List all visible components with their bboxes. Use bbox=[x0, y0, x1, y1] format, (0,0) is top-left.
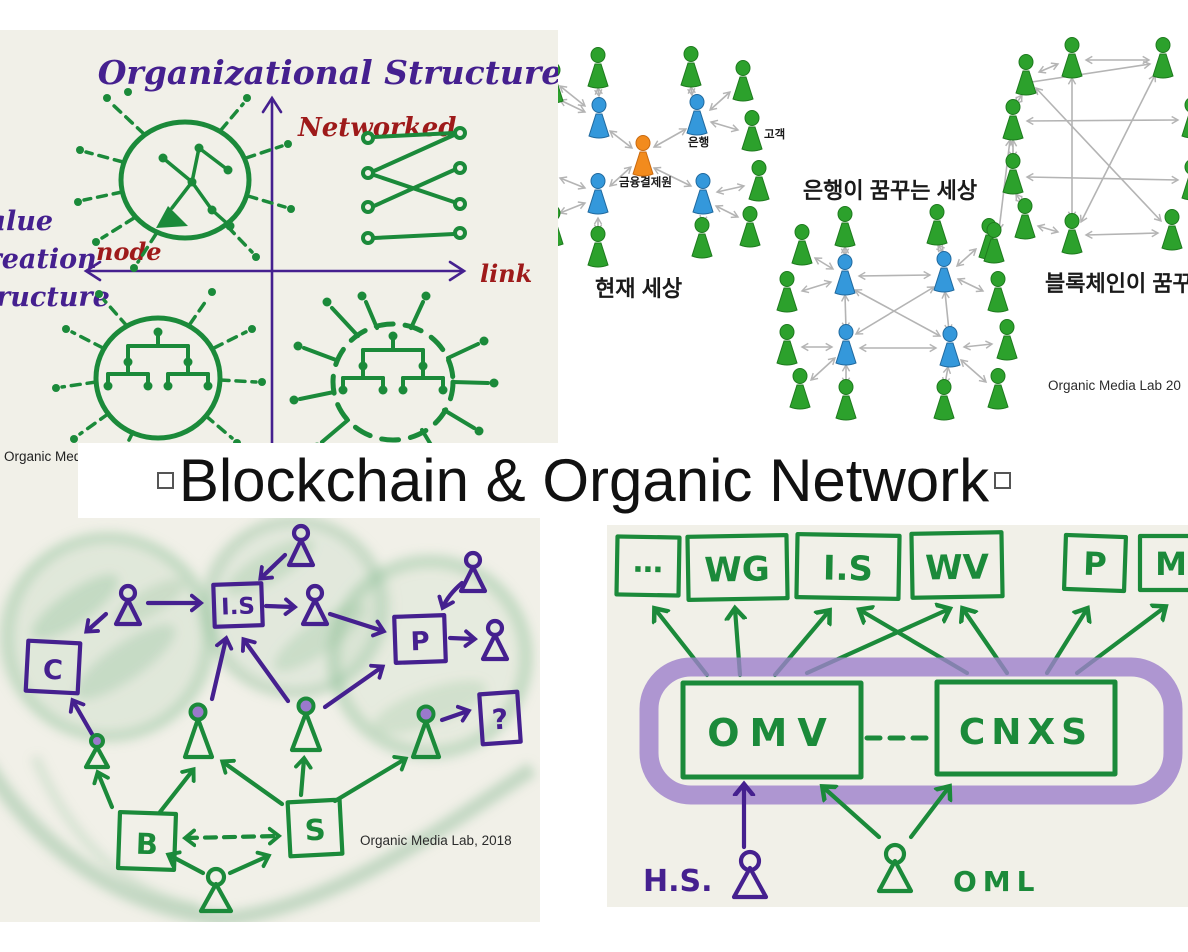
green-arrows bbox=[98, 759, 405, 876]
current-world-diagram: 은행 고객 금융결제원 현재 세상 bbox=[558, 46, 785, 301]
service-box-m: M bbox=[1137, 533, 1188, 593]
svg-text:P: P bbox=[1083, 545, 1108, 584]
b-s-dashed-link bbox=[186, 836, 278, 838]
quadrant-networked-link bbox=[361, 126, 467, 245]
org-panel-credit: Organic Med bbox=[4, 449, 82, 464]
current-world-caption: 현재 세상 bbox=[595, 276, 682, 301]
svg-text:S: S bbox=[304, 812, 327, 847]
quadrant-networked-node bbox=[74, 88, 295, 272]
slide-title: Blockchain & Organic Network bbox=[178, 447, 990, 514]
missing-glyph-square-left bbox=[156, 472, 174, 489]
hs-actor: H.S. bbox=[643, 785, 769, 900]
omv-box: OMV bbox=[680, 680, 864, 780]
blockchain-dream-caption: 블록체인이 꿈꾸는 bbox=[1045, 271, 1188, 296]
organic-sketch-drawing: I.S C P ? bbox=[0, 515, 537, 922]
svg-text:I.S: I.S bbox=[823, 549, 874, 590]
svg-text:P: P bbox=[410, 627, 430, 658]
svg-text:B: B bbox=[135, 827, 158, 862]
title-banner: Blockchain & Organic Network bbox=[78, 443, 1090, 518]
purple-ink-network: I.S C P ? bbox=[23, 523, 523, 747]
c-box: C bbox=[23, 638, 83, 696]
sketch-panel-credit: Organic Media Lab, 2018 bbox=[360, 833, 512, 848]
org-structure-drawing: Organizational Structure Networked node … bbox=[0, 53, 558, 502]
service-box-p: P bbox=[1061, 532, 1129, 594]
omv-cnxs-drawing: … WG I.S WV P bbox=[614, 530, 1188, 900]
bank-dream-diagram: 은행이 꿈꾸는 세상 bbox=[776, 178, 1018, 421]
green-ink-network: B S bbox=[83, 696, 512, 914]
svg-text:CNXS: CNXS bbox=[959, 712, 1093, 753]
value-creation-structure-label: Value Creation Structure bbox=[0, 206, 110, 313]
svg-text:WG: WG bbox=[704, 549, 770, 590]
highlight-band bbox=[639, 657, 1183, 805]
question-box: ? bbox=[477, 689, 523, 747]
p-box: P bbox=[392, 613, 448, 665]
service-box-etc: … bbox=[614, 534, 682, 598]
axes bbox=[83, 95, 467, 502]
svg-text:I.S: I.S bbox=[221, 593, 256, 620]
oml-label: OML bbox=[953, 865, 1041, 898]
missing-glyph-square-right bbox=[994, 472, 1012, 489]
purple-arrows bbox=[73, 552, 474, 737]
service-box-wv: WV bbox=[909, 530, 1005, 600]
is-box: I.S bbox=[211, 581, 265, 629]
x-axis-right-label: link bbox=[480, 259, 532, 288]
svg-text:?: ? bbox=[491, 702, 510, 736]
blockchain-dream-diagram: 블록체인이 꿈꾸는 Organic Media Lab 20 bbox=[983, 37, 1188, 393]
organic-sketch-panel: I.S C P ? bbox=[0, 507, 540, 922]
korean-networks-drawing: 은행 고객 금융결제원 현재 세상 bbox=[558, 37, 1188, 421]
omv-cnxs-panel: … WG I.S WV P bbox=[607, 525, 1188, 907]
svg-text:…: … bbox=[633, 545, 664, 581]
korean-networks-panel: 은행 고객 금융결제원 현재 세상 bbox=[558, 0, 1188, 445]
org-structure-panel: Organizational Structure Networked node … bbox=[0, 30, 558, 507]
cnxs-box: CNXS bbox=[934, 679, 1118, 777]
svg-text:Structure: Structure bbox=[0, 282, 110, 313]
svg-text:Value: Value bbox=[0, 206, 53, 237]
org-structure-title: Organizational Structure bbox=[98, 53, 558, 92]
svg-text:WV: WV bbox=[925, 547, 990, 588]
quadrant-hierarchy-link bbox=[289, 291, 499, 468]
hs-label: H.S. bbox=[643, 864, 713, 899]
clearing-house-label: 금융결제원 bbox=[619, 175, 672, 189]
oml-actor: OML bbox=[823, 787, 1041, 898]
svg-text:Creation: Creation bbox=[0, 244, 97, 275]
purple-person-figures bbox=[113, 523, 510, 662]
s-box: S bbox=[285, 797, 345, 859]
service-box-wg: WG bbox=[685, 533, 790, 602]
service-boxes-row: … WG I.S WV P bbox=[614, 530, 1188, 602]
korean-panel-credit: Organic Media Lab 20 bbox=[1048, 378, 1181, 393]
member-person-figures bbox=[83, 696, 442, 914]
service-box-is: I.S bbox=[794, 532, 902, 601]
bank-label: 은행 bbox=[688, 135, 709, 149]
svg-text:OMV: OMV bbox=[707, 711, 837, 755]
quadrant-hierarchy-node bbox=[52, 288, 266, 468]
bank-dream-caption: 은행이 꿈꾸는 세상 bbox=[803, 178, 977, 203]
svg-text:C: C bbox=[42, 654, 63, 686]
customer-label: 고객 bbox=[764, 127, 785, 141]
svg-text:M: M bbox=[1155, 545, 1187, 583]
b-box: B bbox=[115, 809, 179, 873]
